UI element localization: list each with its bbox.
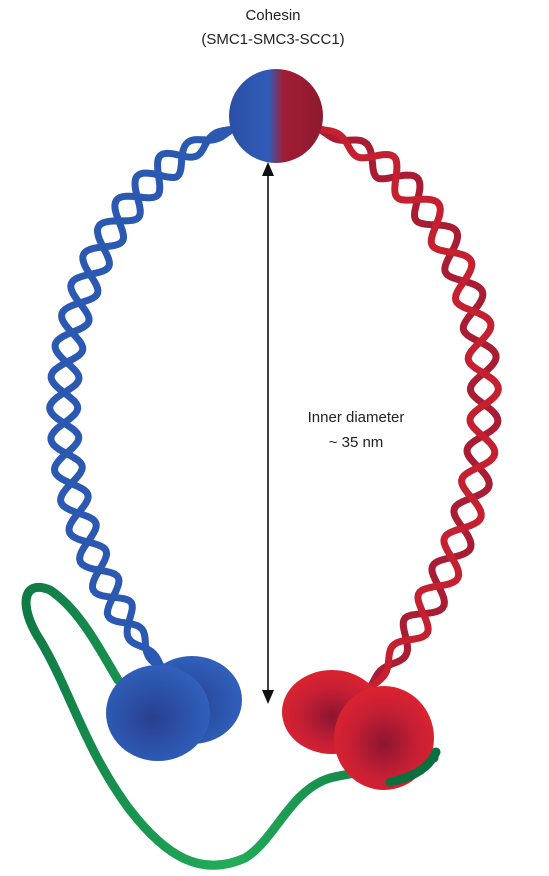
- diameter-value: ~ 35 nm: [329, 434, 384, 451]
- hinge-domain: [229, 69, 323, 163]
- diameter-label: Inner diameter: [308, 409, 405, 426]
- arrow-head-top: [262, 162, 274, 176]
- smc1-head-lobe-front: [106, 665, 210, 761]
- inner-diameter-arrow: [262, 162, 274, 704]
- smc1-coiled-coil: [50, 128, 236, 672]
- cohesin-subtitle: (SMC1-SMC3-SCC1): [201, 31, 344, 48]
- smc1-head-domain: [106, 656, 242, 761]
- cohesin-title: Cohesin: [245, 7, 300, 24]
- arrow-head-bottom: [262, 690, 274, 704]
